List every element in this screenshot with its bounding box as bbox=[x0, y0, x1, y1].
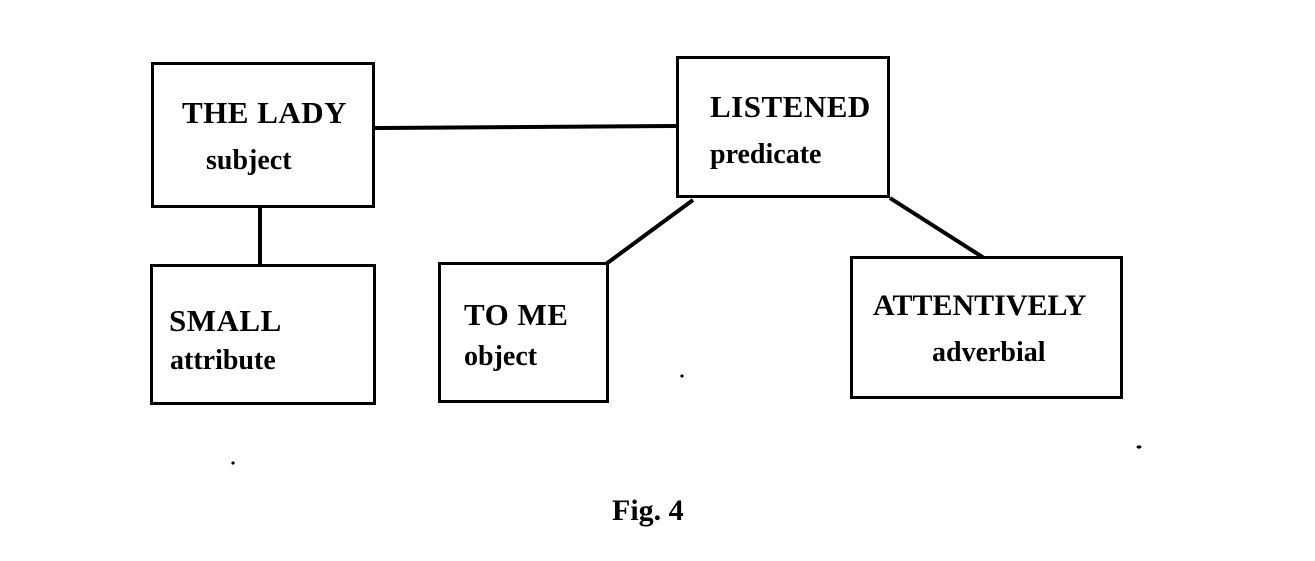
predicate-role-label: predicate bbox=[710, 139, 822, 170]
attribute-word: SMALL bbox=[169, 303, 282, 338]
adverbial-word: ATTENTIVELY bbox=[873, 289, 1087, 322]
attribute-node: SMALL attribute bbox=[150, 264, 376, 405]
subject-word: THE LADY bbox=[182, 95, 348, 130]
link-predicate-adverbial bbox=[888, 196, 986, 260]
object-node: TO ME object bbox=[438, 262, 609, 403]
subject-role-label: subject bbox=[206, 145, 292, 176]
attribute-role-label: attribute bbox=[170, 345, 276, 376]
speck-mark bbox=[680, 374, 684, 378]
adverbial-node: ATTENTIVELY adverbial bbox=[850, 256, 1123, 399]
object-role-label: object bbox=[464, 341, 538, 372]
link-predicate-object bbox=[604, 198, 695, 266]
speck-mark bbox=[1136, 445, 1142, 449]
adverbial-role-label: adverbial bbox=[932, 337, 1046, 368]
speck-mark bbox=[231, 461, 235, 465]
object-word: TO ME bbox=[464, 297, 569, 332]
link-subject-predicate bbox=[374, 124, 677, 130]
figure-caption: Fig. 4 bbox=[612, 494, 684, 527]
predicate-node: LISTENED predicate bbox=[676, 56, 890, 198]
predicate-word: LISTENED bbox=[710, 89, 871, 124]
subject-node: THE LADY subject bbox=[151, 62, 375, 208]
